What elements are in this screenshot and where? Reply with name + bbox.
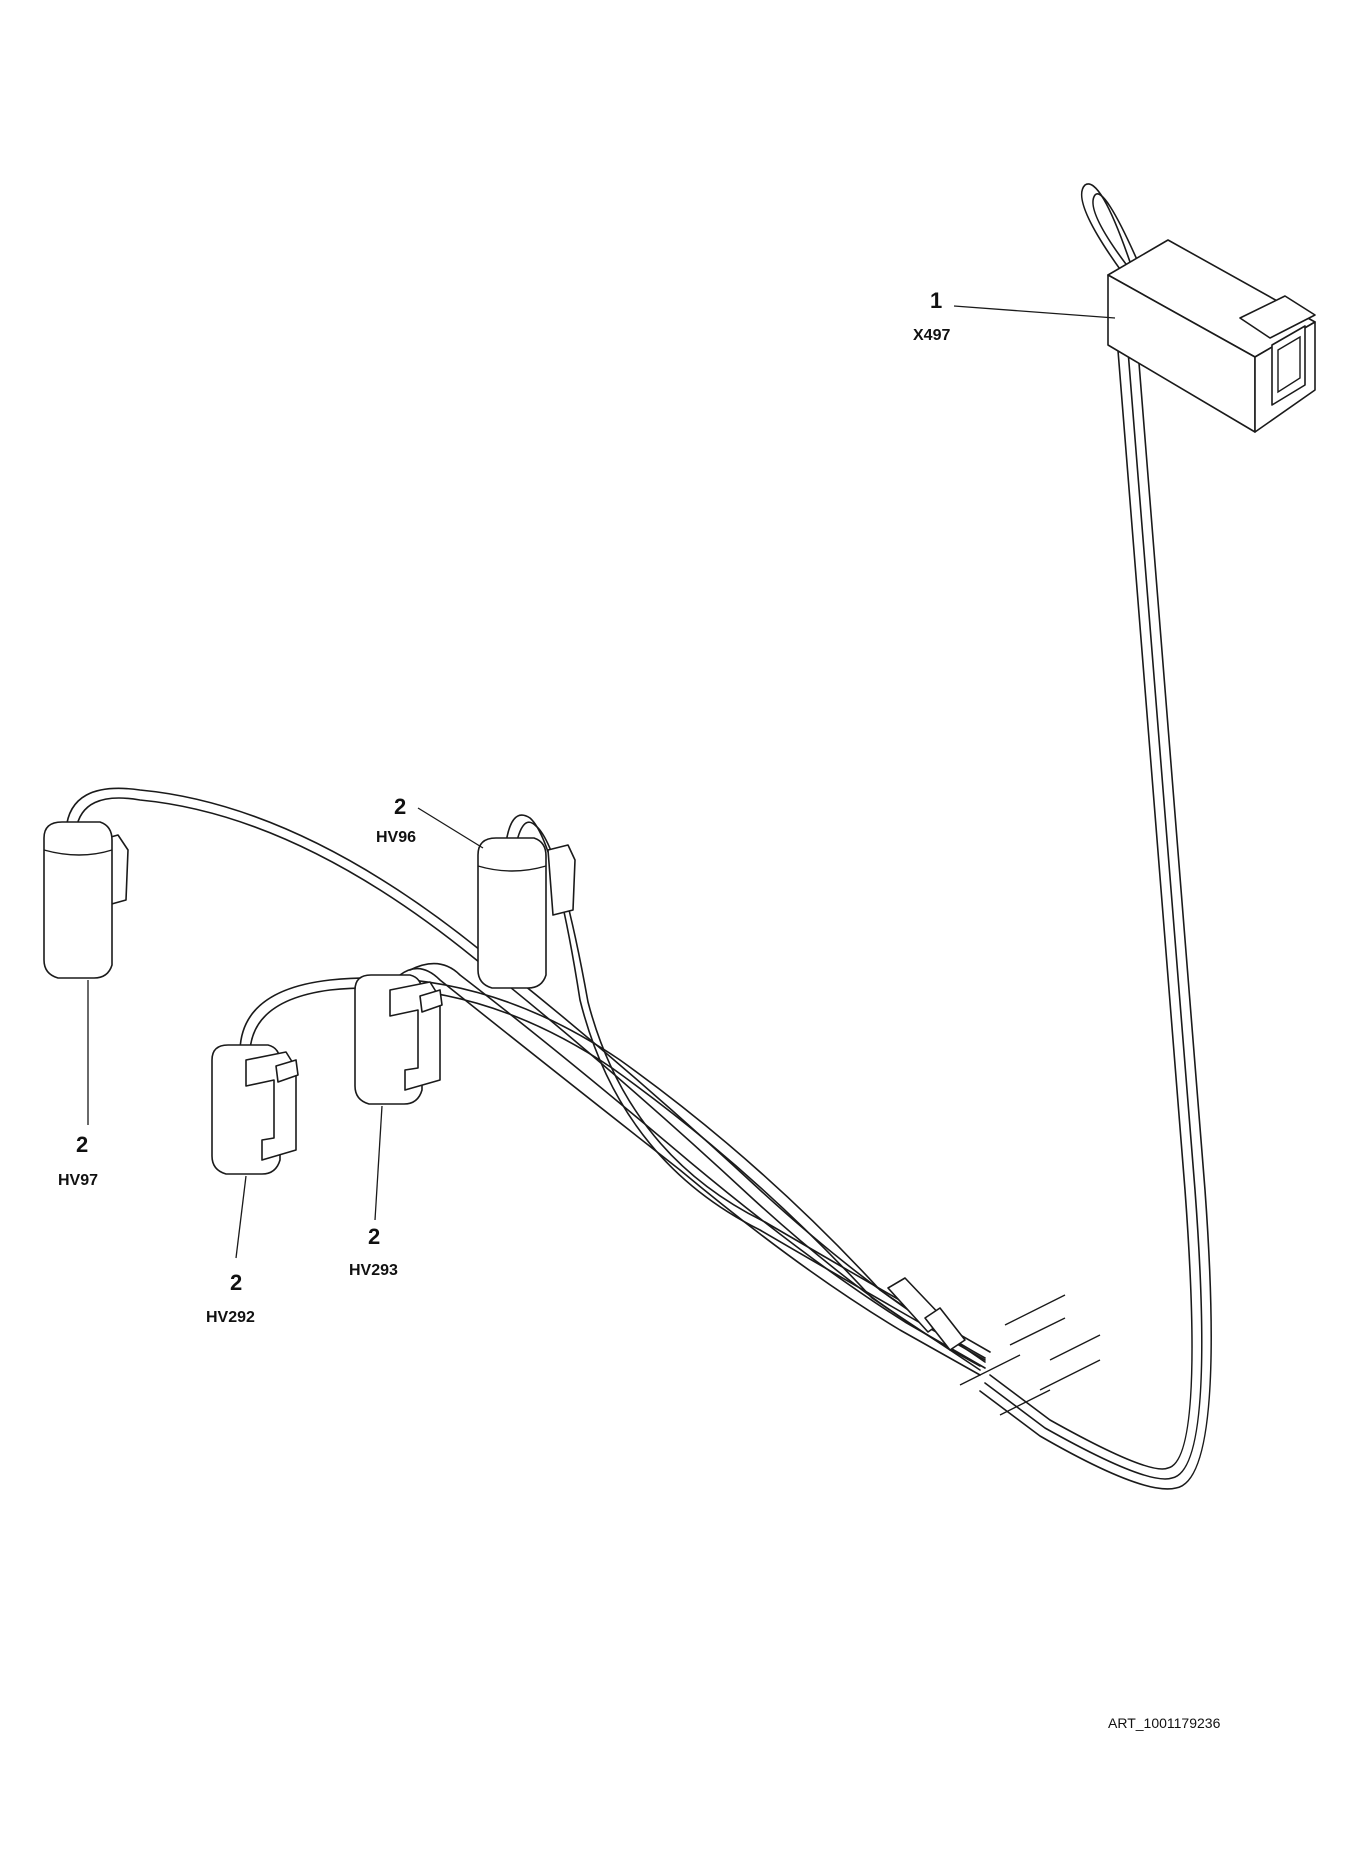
- leader-lines: [87, 305, 1116, 1259]
- connector-hv293: [354, 974, 443, 1105]
- callout-code-hv97: HV97: [58, 1172, 98, 1189]
- callout-code-hv292: HV292: [206, 1309, 255, 1326]
- main-trunk-cable: [979, 337, 1212, 1490]
- cable-break-symbol: [959, 1294, 1101, 1416]
- connector-x497: [1107, 239, 1316, 433]
- connector-hv292: [211, 1044, 299, 1175]
- callout-code-hv96: HV96: [376, 829, 416, 846]
- callout-number-hv97: 2: [76, 1132, 88, 1157]
- callout-number-x497: 1: [930, 288, 942, 313]
- connector-hv96: [477, 837, 576, 989]
- art-reference: ART_1001179236: [1108, 1715, 1221, 1731]
- callout-code-x497: X497: [913, 327, 950, 344]
- callout-number-hv292: 2: [230, 1270, 242, 1295]
- splice-sleeves: [887, 1277, 966, 1351]
- callout-number-hv96: 2: [394, 794, 406, 819]
- callout-code-hv293: HV293: [349, 1262, 398, 1279]
- connector-hv97: [43, 821, 129, 979]
- callout-number-hv293: 2: [368, 1224, 380, 1249]
- x497-wire-loop: [1080, 183, 1139, 273]
- branch-cables: [65, 787, 991, 1376]
